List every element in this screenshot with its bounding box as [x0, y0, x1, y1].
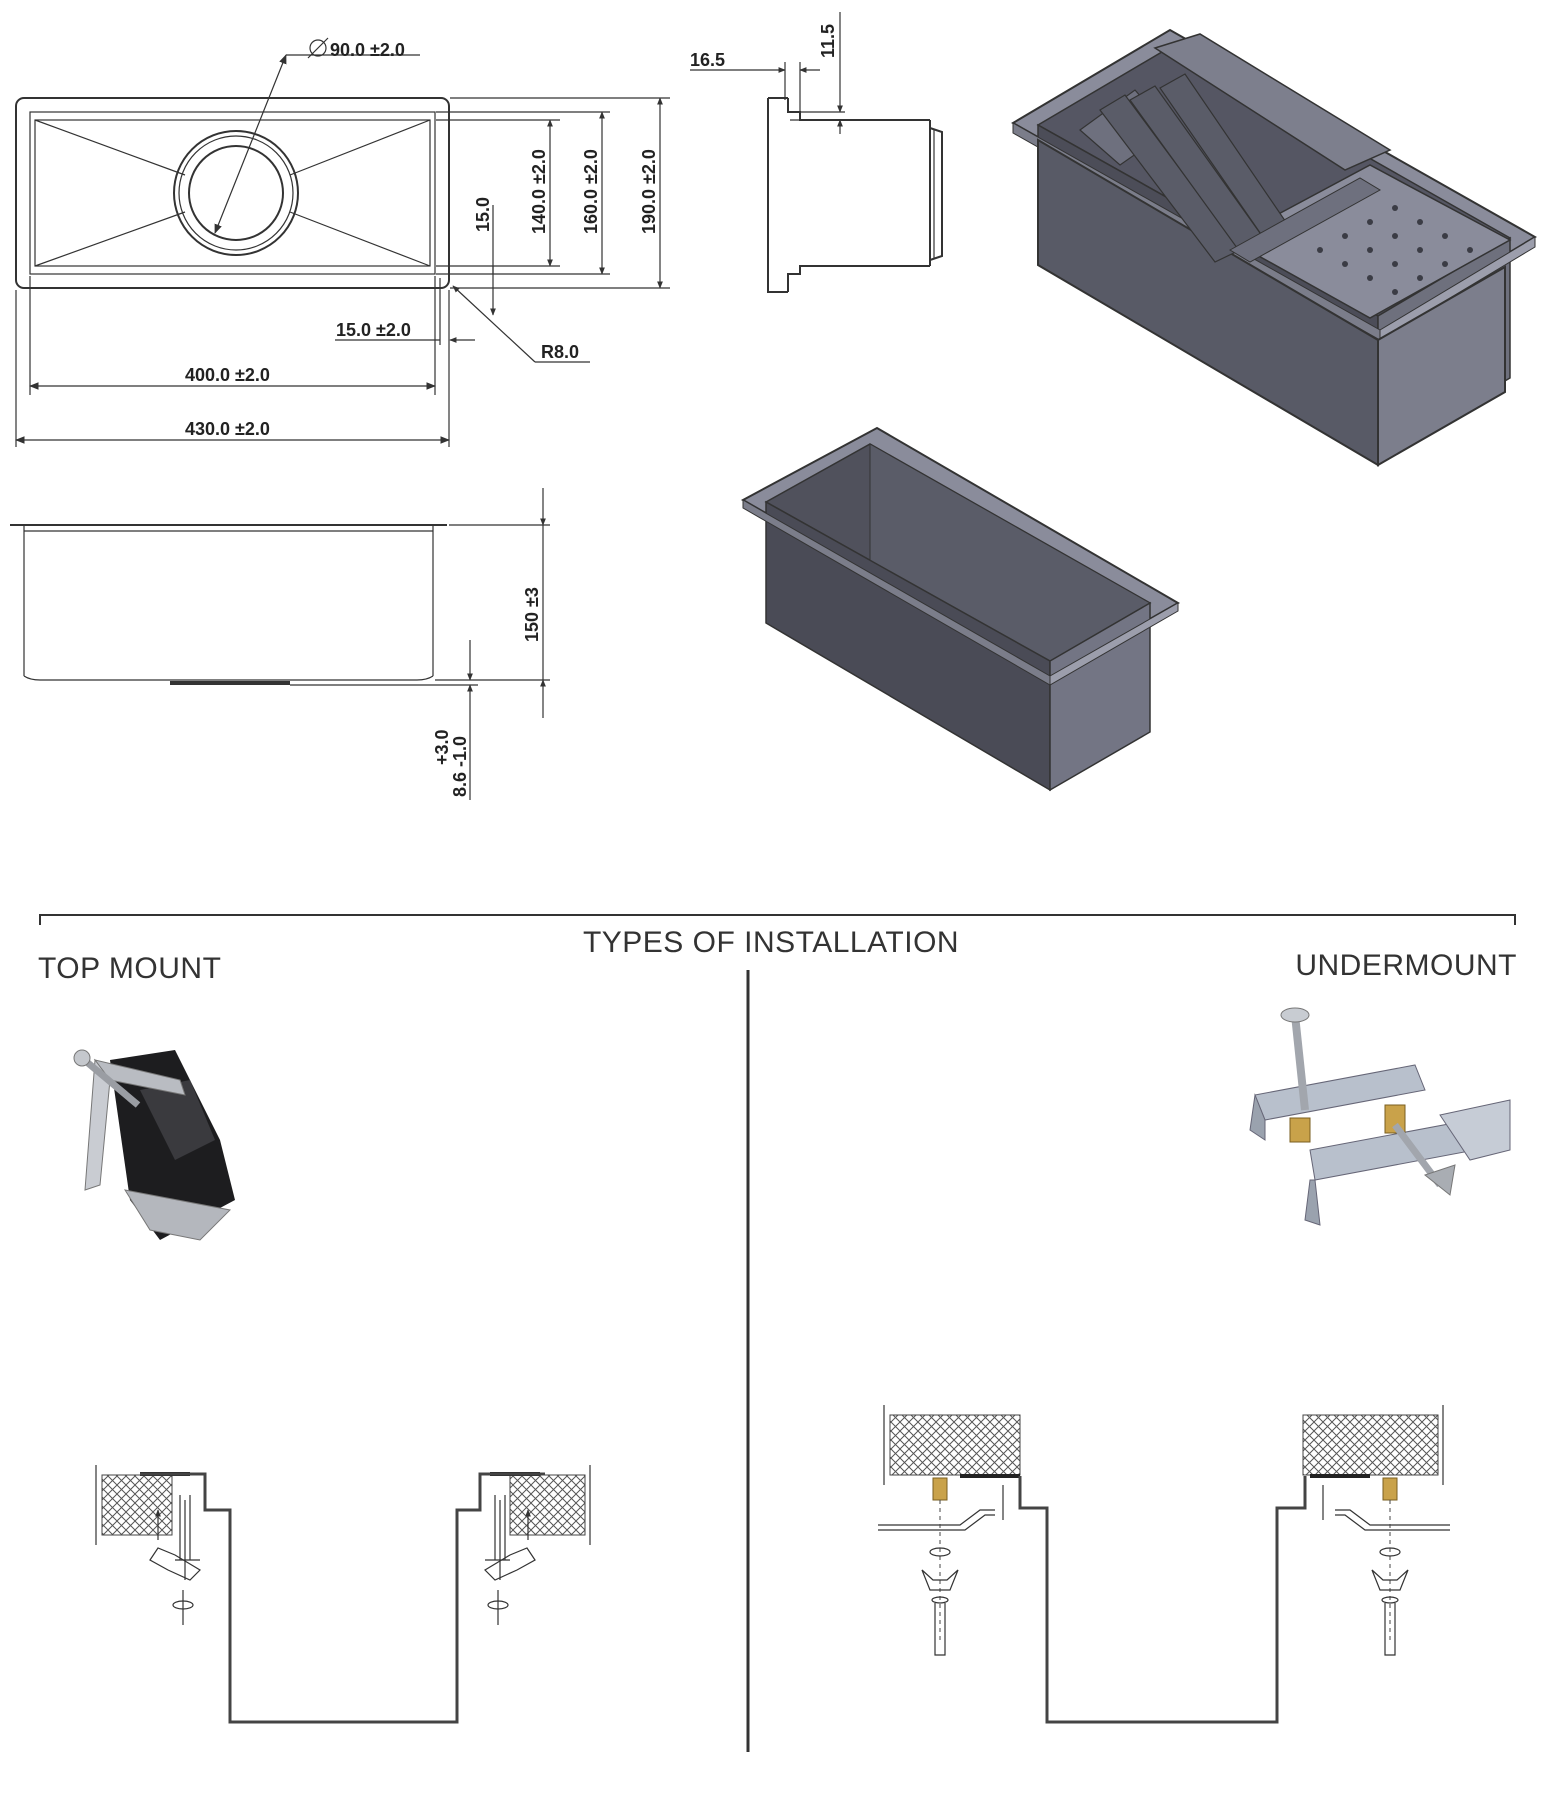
- dim-radius: R8.0: [541, 342, 579, 362]
- grid-holes: [1317, 205, 1473, 295]
- dim-140: 140.0 ±2.0: [529, 149, 549, 234]
- dim-inner-length: 400.0 ±2.0: [185, 365, 270, 385]
- isometric-empty-sink: [740, 426, 1181, 792]
- dim-outer-length: 430.0 ±2.0: [185, 419, 270, 439]
- dim-190: 190.0 ±2.0: [639, 149, 659, 234]
- undermount-diagram: [878, 1405, 1450, 1724]
- top-mount-clip-image: [73, 1049, 235, 1241]
- top-mount-diagram: [95, 1465, 591, 1724]
- dim-tol-upper: +3.0: [432, 729, 452, 765]
- dim-16-5: 16.5: [690, 50, 725, 70]
- top-mount-label: TOP MOUNT: [38, 952, 221, 985]
- dim-15: 15.0: [473, 197, 493, 232]
- dim-drain-diameter: 90.0 ±2.0: [330, 40, 405, 60]
- dim-flange: 15.0 ±2.0: [336, 320, 411, 340]
- drain-circle: [173, 130, 299, 256]
- undermount-clip-image: [1249, 1007, 1511, 1226]
- dim-depth: 150 ±3: [522, 587, 542, 642]
- front-elevation: 150 ±3 +3.0 8.6 -1.0: [10, 488, 550, 800]
- installation-title: TYPES OF INSTALLATION: [583, 926, 959, 959]
- dim-160: 160.0 ±2.0: [581, 149, 601, 234]
- dim-tol-lower: 8.6 -1.0: [450, 736, 470, 797]
- isometric-sink-with-accessories: [1011, 28, 1537, 467]
- installation-section: TYPES OF INSTALLATION TOP MOUNT UNDERMOU…: [38, 914, 1517, 1752]
- side-section-view: 16.5 11.5: [690, 12, 943, 293]
- top-view: 90.0 ±2.0 15.0 140.0 ±2.0 160.0 ±2.0 190…: [15, 37, 670, 447]
- dim-11-5: 11.5: [818, 24, 838, 58]
- undermount-label: UNDERMOUNT: [1295, 949, 1517, 982]
